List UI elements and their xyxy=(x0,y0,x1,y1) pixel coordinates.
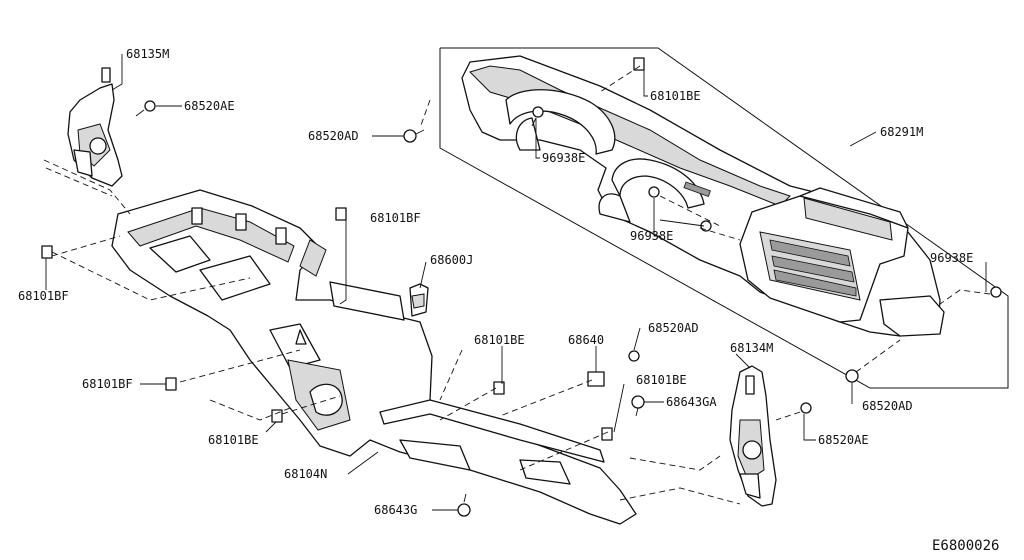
bolt-68643GA xyxy=(631,395,645,417)
diagram-code: E6800026 xyxy=(932,538,999,554)
label-68520AE-right: 68520AE xyxy=(818,433,869,447)
screw-96938E-a xyxy=(531,106,544,127)
label-68134M: 68134M xyxy=(730,341,773,355)
label-68291M: 68291M xyxy=(880,125,923,139)
label-68520AD-mid: 68520AD xyxy=(648,321,699,335)
clip-68101BE-right xyxy=(601,427,613,441)
clip-68101BE-mid xyxy=(493,381,505,395)
label-68104N: 68104N xyxy=(284,467,327,481)
label-68643G: 68643G xyxy=(374,503,417,517)
screw-68520AD-top xyxy=(403,129,425,143)
label-68101BE-right: 68101BE xyxy=(636,373,687,387)
screw-96938E-b xyxy=(648,186,660,198)
label-68135M: 68135M xyxy=(126,47,169,61)
bracket-68600J xyxy=(409,283,429,317)
part-labels: 68135M 68520AE 68520AD 68101BE 68291M 96… xyxy=(18,47,999,554)
assembly-frame xyxy=(439,47,1009,389)
label-68101BF-mid: 68101BF xyxy=(370,211,421,225)
label-68101BF-left: 68101BF xyxy=(18,289,69,303)
label-96938E-a: 96938E xyxy=(542,151,585,165)
label-96938E-b: 96938E xyxy=(630,229,673,243)
label-68643GA: 68643GA xyxy=(666,395,717,409)
label-68520AE-top: 68520AE xyxy=(184,99,235,113)
clip-68101BF-left xyxy=(41,245,53,259)
assembly-lines xyxy=(43,65,991,505)
right-bracket-68134M xyxy=(729,365,777,507)
label-68520AD-right: 68520AD xyxy=(862,399,913,413)
clip-68101BE-low xyxy=(271,409,283,423)
label-68520AD-top: 68520AD xyxy=(308,129,359,143)
clip-68101BF-low xyxy=(165,377,177,391)
screw-68520AE-top xyxy=(135,100,156,117)
screw-68520AD-mid xyxy=(628,350,640,362)
screw-96938E-right xyxy=(990,286,1002,298)
label-68101BF-low: 68101BF xyxy=(82,377,133,391)
clip-68101BE-top xyxy=(633,57,645,71)
label-68101BE-mid: 68101BE xyxy=(474,333,525,347)
clip-68101BF-mid xyxy=(335,207,347,221)
bolt-68643G xyxy=(457,493,471,517)
left-bracket-68135M xyxy=(67,67,123,187)
label-68600J: 68600J xyxy=(430,253,473,267)
label-68101BE-low: 68101BE xyxy=(208,433,259,447)
fasteners xyxy=(41,57,1002,517)
screw-68520AE-right xyxy=(800,402,812,414)
panel-reinforcement-68104N xyxy=(111,189,637,525)
label-68640: 68640 xyxy=(568,333,604,347)
instrument-pad-68291M xyxy=(461,55,945,337)
label-68101BE-top: 68101BE xyxy=(650,89,701,103)
label-96938E-c: 96938E xyxy=(930,251,973,265)
bracket-68640 xyxy=(587,371,605,387)
leader-lines xyxy=(45,54,987,511)
